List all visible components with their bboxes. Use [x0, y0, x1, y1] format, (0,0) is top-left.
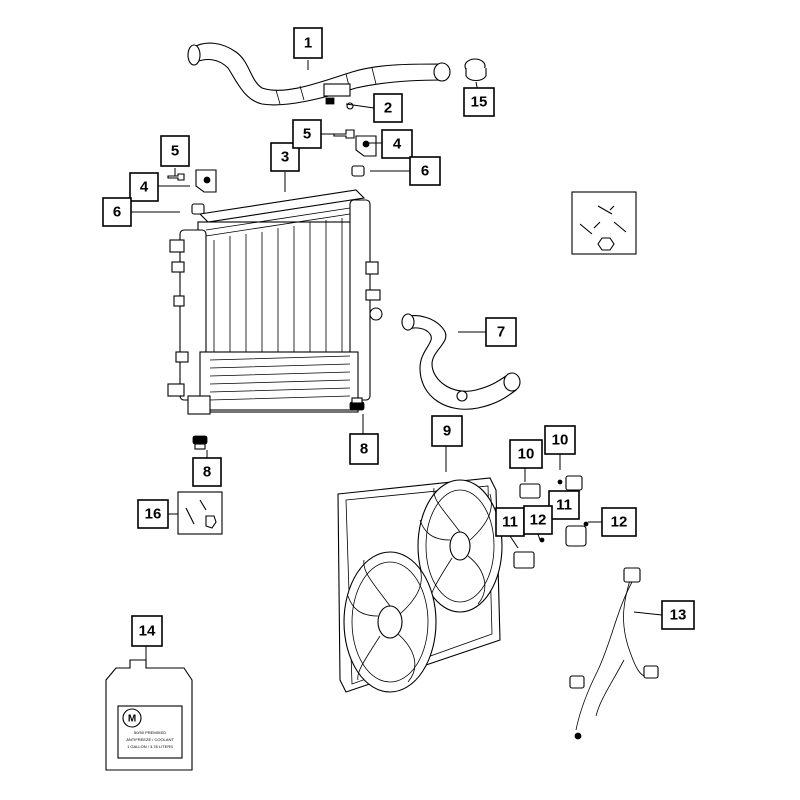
lower-radiator-hose	[401, 313, 521, 410]
wiring-harness	[569, 567, 659, 740]
jug-label-line3: 1 GALLON / 3.78 LITERS	[127, 744, 173, 749]
svg-text:9: 9	[443, 423, 451, 440]
callout-9: 9	[431, 415, 463, 447]
callout-8-right: 8	[349, 433, 379, 465]
radiator-assembly	[167, 189, 383, 415]
svg-text:12: 12	[530, 512, 547, 529]
svg-text:11: 11	[556, 497, 572, 514]
radiator-cap	[464, 58, 487, 82]
svg-text:5: 5	[171, 143, 179, 160]
svg-text:7: 7	[497, 324, 505, 341]
callout-5-left: 5	[160, 135, 190, 167]
svg-text:4: 4	[140, 179, 149, 196]
leader-lines	[131, 60, 663, 662]
svg-text:6: 6	[421, 163, 429, 180]
svg-text:8: 8	[360, 441, 368, 458]
callout-13: 13	[661, 600, 695, 630]
upper-radiator-hose	[187, 42, 451, 106]
svg-text:16: 16	[145, 506, 162, 523]
callout-4-left: 4	[129, 172, 159, 202]
bracket-and-bolt-left	[167, 169, 217, 215]
fan-shroud-assembly	[337, 477, 503, 693]
svg-text:14: 14	[139, 623, 156, 640]
callout-10-left: 10	[509, 439, 543, 469]
bracket-and-bolt-right	[333, 129, 377, 177]
callout-1: 1	[293, 27, 323, 59]
callout-10-right: 10	[544, 425, 576, 455]
hose-clip	[325, 97, 354, 110]
bolt-kit	[177, 491, 223, 535]
callout-12-middle: 12	[523, 505, 553, 535]
hardware-kit	[571, 191, 637, 255]
callout-5-right: 5	[292, 119, 322, 149]
callout-8-left: 8	[192, 457, 222, 487]
svg-text:10: 10	[518, 446, 535, 463]
callout-11-left: 11	[495, 507, 525, 537]
callout-6-left: 6	[102, 197, 132, 227]
callout-16: 16	[137, 499, 169, 529]
svg-text:11: 11	[502, 514, 518, 531]
callout-7: 7	[485, 317, 517, 347]
jug-label-line1: 50/50 PREMIXED	[134, 730, 166, 735]
callout-6-right: 6	[409, 156, 441, 186]
svg-text:12: 12	[611, 514, 628, 531]
isolator-left	[192, 435, 208, 450]
callout-11-right: 11	[548, 490, 580, 520]
callout-2: 2	[373, 93, 403, 123]
jug-label-line2: ANTIFREEZE / COOLANT	[126, 737, 174, 742]
svg-text:4: 4	[393, 136, 402, 153]
jug-brand-mark: M	[128, 714, 136, 725]
callout-12-right: 12	[601, 507, 637, 537]
svg-text:6: 6	[113, 204, 121, 221]
svg-text:15: 15	[471, 94, 488, 111]
isolator-right	[349, 397, 365, 411]
svg-text:2: 2	[384, 100, 392, 117]
svg-text:13: 13	[670, 607, 687, 624]
svg-text:10: 10	[552, 432, 569, 449]
svg-text:8: 8	[203, 464, 211, 481]
svg-text:1: 1	[304, 35, 312, 52]
coolant-jug: M 50/50 PREMIXED ANTIFREEZE / COOLANT 1 …	[105, 659, 193, 771]
callout-14: 14	[131, 615, 163, 647]
callout-4-right: 4	[381, 129, 413, 159]
callout-15: 15	[463, 87, 495, 117]
svg-text:3: 3	[281, 149, 289, 166]
svg-text:5: 5	[303, 126, 311, 143]
